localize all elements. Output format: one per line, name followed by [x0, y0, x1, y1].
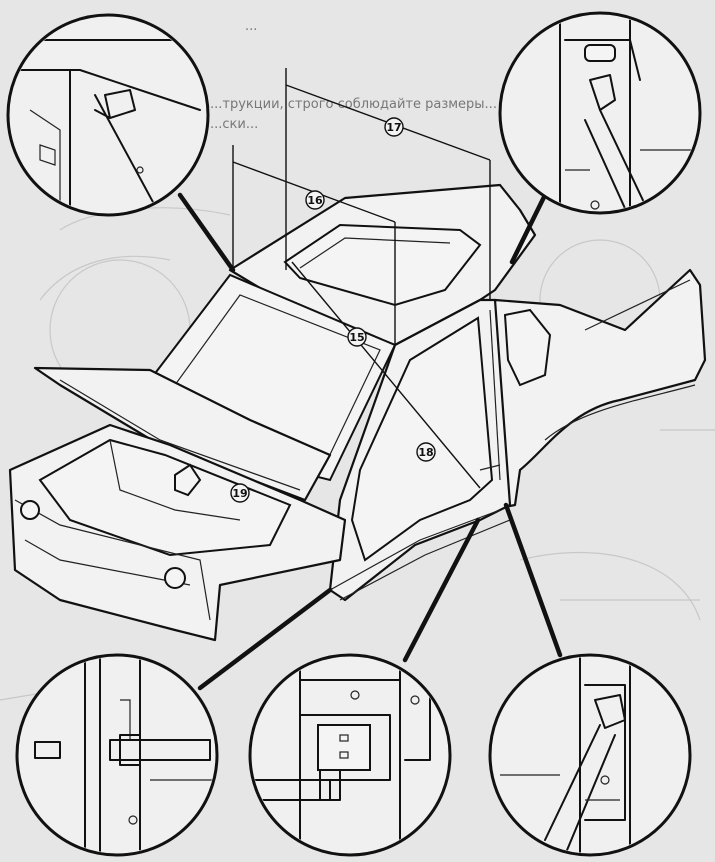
rear-window-opening	[503, 308, 552, 387]
detail-bottom-right	[488, 653, 692, 857]
callout-19: 19	[230, 483, 250, 503]
callout-17: 17	[384, 117, 404, 137]
hood-panel	[33, 366, 332, 502]
detail-top-left	[6, 13, 210, 217]
svg-text:19: 19	[232, 487, 247, 500]
callout-18: 18	[416, 442, 436, 462]
engine-bay	[38, 438, 292, 557]
header-line-3: ...ски...	[210, 117, 258, 132]
svg-text:17: 17	[386, 121, 401, 134]
rear-quarter-panel	[488, 268, 707, 512]
header-line-1: ...	[245, 19, 257, 34]
detail-bottom-left	[15, 653, 219, 857]
leader-lines	[177, 192, 563, 691]
svg-text:16: 16	[307, 194, 323, 207]
car-body	[8, 183, 707, 642]
front-door-opening	[350, 316, 494, 562]
right-headlamp-hole	[164, 567, 186, 589]
left-headlamp-hole	[20, 500, 40, 520]
svg-text:18: 18	[418, 446, 433, 459]
callout-16: 16	[305, 190, 325, 210]
header-text-block: ... ...трукции, строго соблюдайте размер…	[210, 19, 497, 132]
header-line-2: ...трукции, строго соблюдайте размеры...	[210, 97, 497, 112]
detail-bottom-center	[248, 653, 452, 857]
callout-15: 15	[347, 327, 367, 347]
detail-top-right	[498, 11, 702, 215]
svg-text:15: 15	[349, 331, 364, 344]
